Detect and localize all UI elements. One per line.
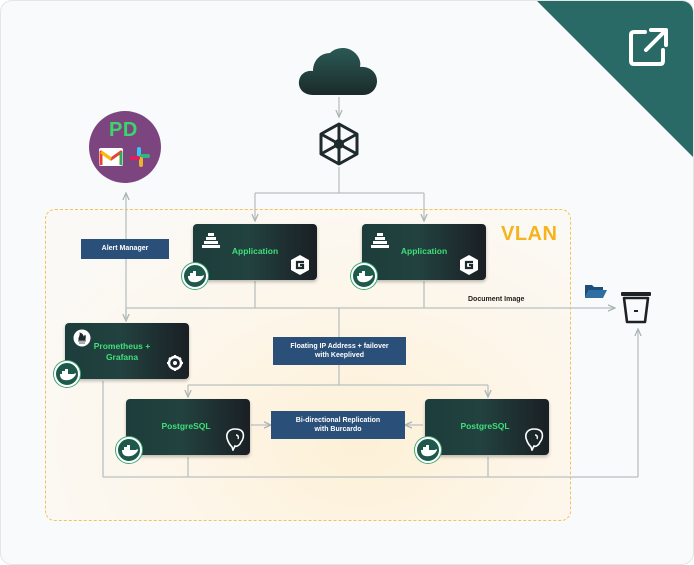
floating-ip-line2: with Keeplived (314, 352, 364, 359)
pagerduty-notify-circle (89, 111, 161, 183)
vlan-label: VLAN (501, 223, 558, 245)
postgresql-elephant-icon (226, 428, 245, 451)
application-node[interactable]: Application (362, 224, 486, 280)
postgresql-node[interactable]: PostgreSQL (425, 399, 549, 455)
load-balancer-icon (319, 122, 359, 166)
corner-ribbon (537, 1, 693, 157)
replication-line2: with Burcardo (314, 426, 362, 433)
monitoring-title-line1: Prometheus + (93, 341, 151, 351)
alert-manager-label: Alert Manager (81, 239, 169, 259)
docker-badge (116, 437, 142, 463)
slack-icon (130, 147, 150, 167)
docker-badge (351, 263, 377, 289)
prometheus-icon (73, 329, 91, 347)
monitoring-title: Prometheus + Grafana (87, 341, 157, 364)
replication-line1: Bi-directional Replication (295, 416, 381, 424)
docker-whale-icon (421, 445, 437, 457)
folder-icon (585, 285, 607, 298)
floating-ip-label: Floating IP Address + failover with Keep… (273, 337, 406, 365)
pagerduty-logo-text: PD (109, 119, 138, 141)
pyramid-icon (202, 233, 220, 248)
bucket-icon (621, 292, 651, 324)
application-node[interactable]: Application (193, 224, 317, 280)
grafana-icon (167, 355, 183, 371)
pyramid-icon (371, 233, 389, 248)
docker-whale-icon (357, 271, 373, 283)
postgresql-title: PostgreSQL (460, 421, 510, 431)
application-title: Application (400, 246, 448, 256)
floating-ip-line1: Floating IP Address + failover (290, 342, 389, 350)
monitoring-title-line2: Grafana (105, 352, 139, 363)
replication-label: Bi-directional Replication with Burcardo (271, 411, 405, 439)
external-link-icon[interactable] (627, 25, 671, 69)
gmail-icon (99, 148, 123, 166)
docker-badge (415, 437, 441, 463)
docker-badge (182, 263, 208, 289)
postgresql-node[interactable]: PostgreSQL (126, 399, 250, 455)
monitoring-node[interactable]: Prometheus + Grafana (65, 323, 189, 379)
docker-badge (54, 361, 80, 387)
application-title: Application (231, 246, 279, 256)
postgresql-title: PostgreSQL (161, 421, 211, 431)
cloud-icon (298, 47, 377, 95)
g-logo-icon (460, 255, 478, 275)
document-image-label: Document Image (468, 296, 525, 303)
docker-whale-icon (188, 271, 204, 283)
docker-whale-icon (60, 369, 76, 381)
postgresql-elephant-icon (525, 428, 544, 451)
docker-whale-icon (122, 445, 138, 457)
g-logo-icon (291, 255, 309, 275)
